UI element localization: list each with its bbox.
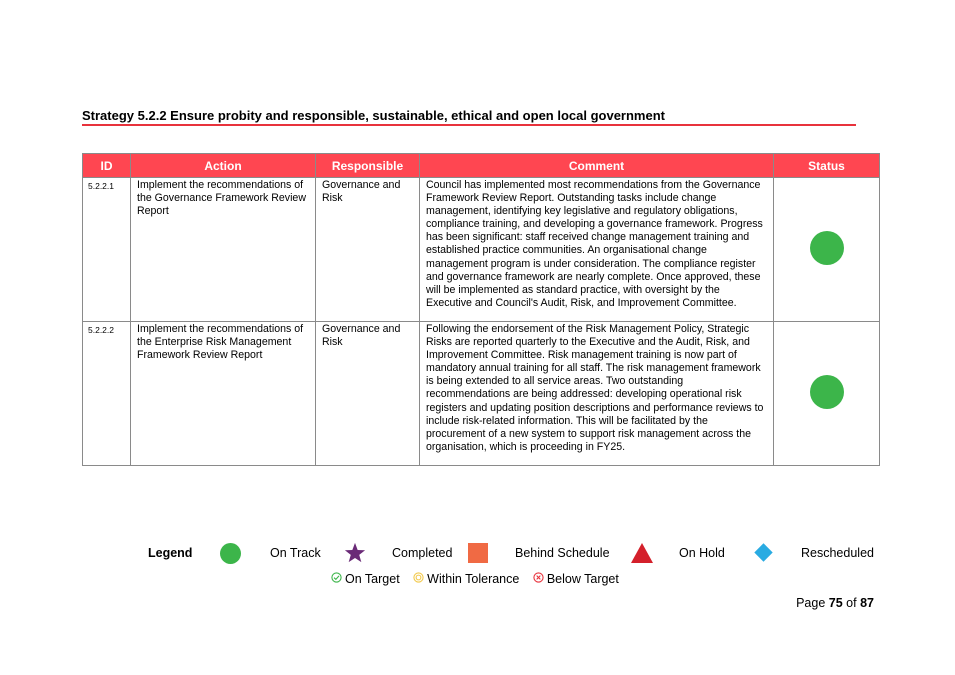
legend-on-target: On Target [345,571,400,586]
behind-schedule-icon [468,543,488,563]
on-track-status-icon [809,374,844,409]
page-of: of [846,596,857,610]
row-comment: Council has implemented most recommendat… [419,177,774,322]
row-action: Implement the recommendations of the Gov… [130,177,316,322]
row-comment: Following the endorsement of the Risk Ma… [419,321,774,466]
header-action: Action [130,153,316,178]
header-status: Status [773,153,880,178]
legend: Legend On Track Completed Behind Schedul… [148,540,878,566]
within-tolerance-icon [413,572,424,586]
header-responsible: Responsible [315,153,420,178]
header-comment: Comment [419,153,774,178]
legend-within-tolerance: Within Tolerance [427,571,520,586]
completed-star-icon [344,542,366,563]
legend-on-hold: On Hold [679,546,725,560]
table-row: 5.2.2.2 Implement the recommendations of… [82,321,880,466]
row-action: Implement the recommendations of the Ent… [130,321,316,466]
row-id: 5.2.2.1 [82,177,131,322]
strategy-heading: Strategy 5.2.2 Ensure probity and respon… [82,108,665,123]
heading-underline [82,124,856,126]
page-current: 75 [828,596,843,610]
row-id: 5.2.2.2 [82,321,131,466]
legend-behind-schedule: Behind Schedule [515,546,610,560]
page-number: Page 75 of 87 [796,596,874,610]
legend-below-target: Below Target [546,571,619,586]
table-header-row: ID Action Responsible Comment Status [82,153,880,178]
on-target-check-icon [331,572,342,586]
legend-rescheduled: Rescheduled [801,546,874,560]
target-legend: On Target Within Tolerance Below Target [331,571,629,586]
legend-on-track: On Track [270,546,321,560]
row-responsible: Governance and Risk [315,321,420,466]
rescheduled-diamond-icon [754,543,773,562]
below-target-x-icon [533,572,544,586]
row-status [773,177,880,322]
legend-title: Legend [148,546,193,560]
header-id: ID [82,153,131,178]
row-status [773,321,880,466]
action-table: ID Action Responsible Comment Status 5.2… [82,153,880,466]
row-responsible: Governance and Risk [315,177,420,322]
on-hold-triangle-icon [631,543,653,563]
page-prefix: Page [796,596,826,610]
table-row: 5.2.2.1 Implement the recommendations of… [82,177,880,322]
legend-completed: Completed [392,546,453,560]
on-track-status-icon [809,230,844,265]
on-track-icon [220,543,241,564]
page-total: 87 [860,596,874,610]
